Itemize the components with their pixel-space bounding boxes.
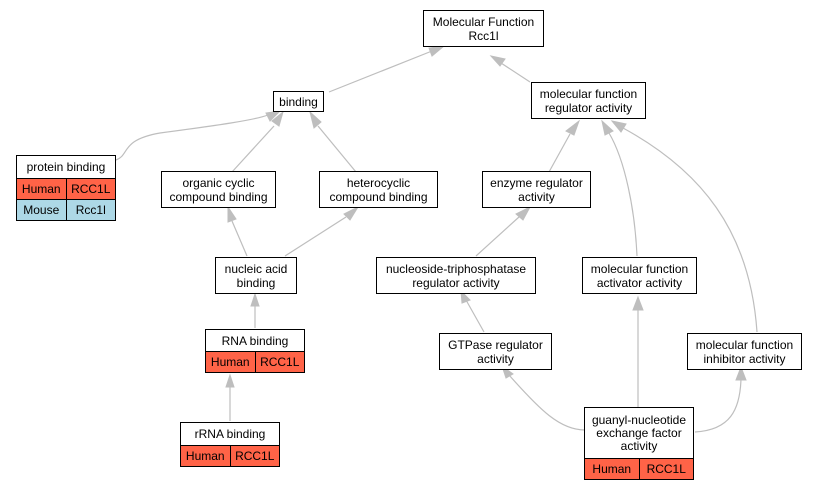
- node-line: enzyme regulator: [490, 175, 583, 190]
- ortholog-row-human: Human RCC1L: [17, 179, 115, 199]
- node-line: inhibitor activity: [703, 351, 786, 366]
- gene-cell: Rcc1l: [65, 200, 116, 220]
- node-line: activity: [477, 351, 514, 366]
- species-cell: Mouse: [23, 203, 60, 217]
- node-line: Rcc1l: [468, 28, 499, 43]
- node-title: protein binding: [17, 156, 115, 179]
- node-line: nucleoside-triphosphatase: [385, 261, 527, 276]
- gene-cell: RCC1L: [254, 352, 305, 372]
- node-protein-binding[interactable]: protein binding Human RCC1L Mouse Rcc1l: [16, 155, 116, 221]
- node-line: regulator activity: [412, 275, 500, 290]
- node-molecular-function-activator-activity[interactable]: molecular function activator activity: [582, 257, 697, 294]
- node-binding[interactable]: binding: [273, 91, 324, 112]
- species-cell: Human: [21, 182, 61, 196]
- arrowhead: [309, 110, 322, 129]
- node-line: organic cyclic: [182, 175, 255, 190]
- node-line: activator activity: [596, 275, 683, 290]
- node-molecular-function-inhibitor-activity[interactable]: molecular function inhibitor activity: [687, 333, 802, 370]
- node-gtpase-regulator-activity[interactable]: GTPase regulator activity: [439, 333, 552, 370]
- edge-gtpase-ntp: [465, 299, 485, 333]
- edge-nucleic-heterocyclic: [284, 216, 347, 257]
- node-molecular-function-root[interactable]: Molecular Function Rcc1l: [423, 10, 544, 47]
- arrowhead: [225, 373, 235, 388]
- edge-nucleic-organic: [231, 220, 248, 257]
- edge-protein-binding: [115, 114, 269, 161]
- node-title: rRNA binding: [181, 423, 279, 446]
- node-line: exchange factor: [596, 425, 682, 440]
- node-line: binding: [279, 94, 318, 109]
- edge-gef-gtpase: [508, 374, 586, 431]
- gene-cell: RCC1L: [638, 459, 694, 479]
- node-line: activity: [620, 438, 658, 453]
- arrowhead: [489, 55, 506, 67]
- ortholog-row-human: Human RCC1L: [585, 459, 693, 479]
- node-guanyl-nucleotide-exchange-factor-activity[interactable]: guanyl-nucleotide exchange factor activi…: [584, 407, 694, 480]
- gene-cell: RCC1L: [65, 179, 116, 199]
- arrowhead: [265, 110, 282, 122]
- arrowhead: [460, 289, 471, 304]
- edge-organic-binding: [231, 125, 275, 173]
- node-heterocyclic-compound-binding[interactable]: heterocyclic compound binding: [319, 171, 438, 208]
- node-nucleoside-triphosphatase-regulator-activity[interactable]: nucleoside-triphosphatase regulator acti…: [376, 257, 536, 294]
- species-cell: Human: [210, 355, 250, 369]
- edge-binding-root: [328, 50, 433, 93]
- node-line: GTPase regulator: [448, 337, 543, 352]
- edge-ntp-enzyme: [475, 216, 520, 257]
- node-nucleic-acid-binding[interactable]: nucleic acid binding: [215, 257, 297, 294]
- node-line: nucleic acid: [224, 261, 288, 276]
- arrowhead: [632, 295, 644, 311]
- edge-heterocyclic-binding: [317, 125, 357, 173]
- edge-mfra-root: [500, 62, 531, 83]
- node-line: heterocyclic: [346, 175, 411, 190]
- gene-cell: RCC1L: [229, 446, 280, 466]
- species-cell: Human: [185, 449, 225, 463]
- arrowhead: [343, 205, 360, 221]
- edge-activator-mfra: [608, 132, 638, 257]
- node-line: compound binding: [169, 189, 268, 204]
- node-line: molecular function: [590, 261, 689, 276]
- edge-enzyme-mfra: [548, 133, 571, 173]
- node-line: molecular function: [539, 86, 638, 101]
- node-line: Molecular Function: [432, 14, 535, 29]
- node-line: compound binding: [329, 189, 428, 204]
- arrowhead: [250, 292, 260, 307]
- node-rrna-binding[interactable]: rRNA binding Human RCC1L: [180, 422, 280, 467]
- arrowhead: [565, 119, 581, 136]
- species-cell: Human: [592, 462, 632, 476]
- arrowhead: [601, 119, 614, 136]
- arrowhead: [227, 205, 237, 223]
- ortholog-row-mouse: Mouse Rcc1l: [17, 199, 115, 220]
- node-line: activity: [518, 189, 555, 204]
- ortholog-row-human: Human RCC1L: [181, 446, 279, 466]
- node-line: molecular function: [695, 337, 794, 352]
- node-enzyme-regulator-activity[interactable]: enzyme regulator activity: [482, 171, 591, 208]
- node-title: RNA binding: [206, 330, 304, 352]
- arrowhead: [515, 205, 532, 221]
- node-rna-binding[interactable]: RNA binding Human RCC1L: [205, 329, 305, 373]
- node-line: binding: [236, 275, 276, 290]
- arrowhead: [610, 120, 627, 133]
- arrowhead: [271, 110, 284, 127]
- arrowhead: [735, 365, 747, 381]
- node-line: regulator activity: [544, 100, 633, 115]
- node-molecular-function-regulator-activity[interactable]: molecular function regulator activity: [531, 82, 646, 119]
- node-organic-cyclic-compound-binding[interactable]: organic cyclic compound binding: [161, 171, 276, 208]
- ortholog-row-human: Human RCC1L: [206, 352, 304, 372]
- edge-gef-inhibitor: [694, 378, 742, 433]
- arrowhead: [428, 45, 446, 57]
- node-title: guanyl-nucleotide exchange factor activi…: [585, 408, 693, 459]
- edge-inhibitor-mfra: [622, 127, 758, 333]
- node-line: guanyl-nucleotide: [591, 412, 687, 427]
